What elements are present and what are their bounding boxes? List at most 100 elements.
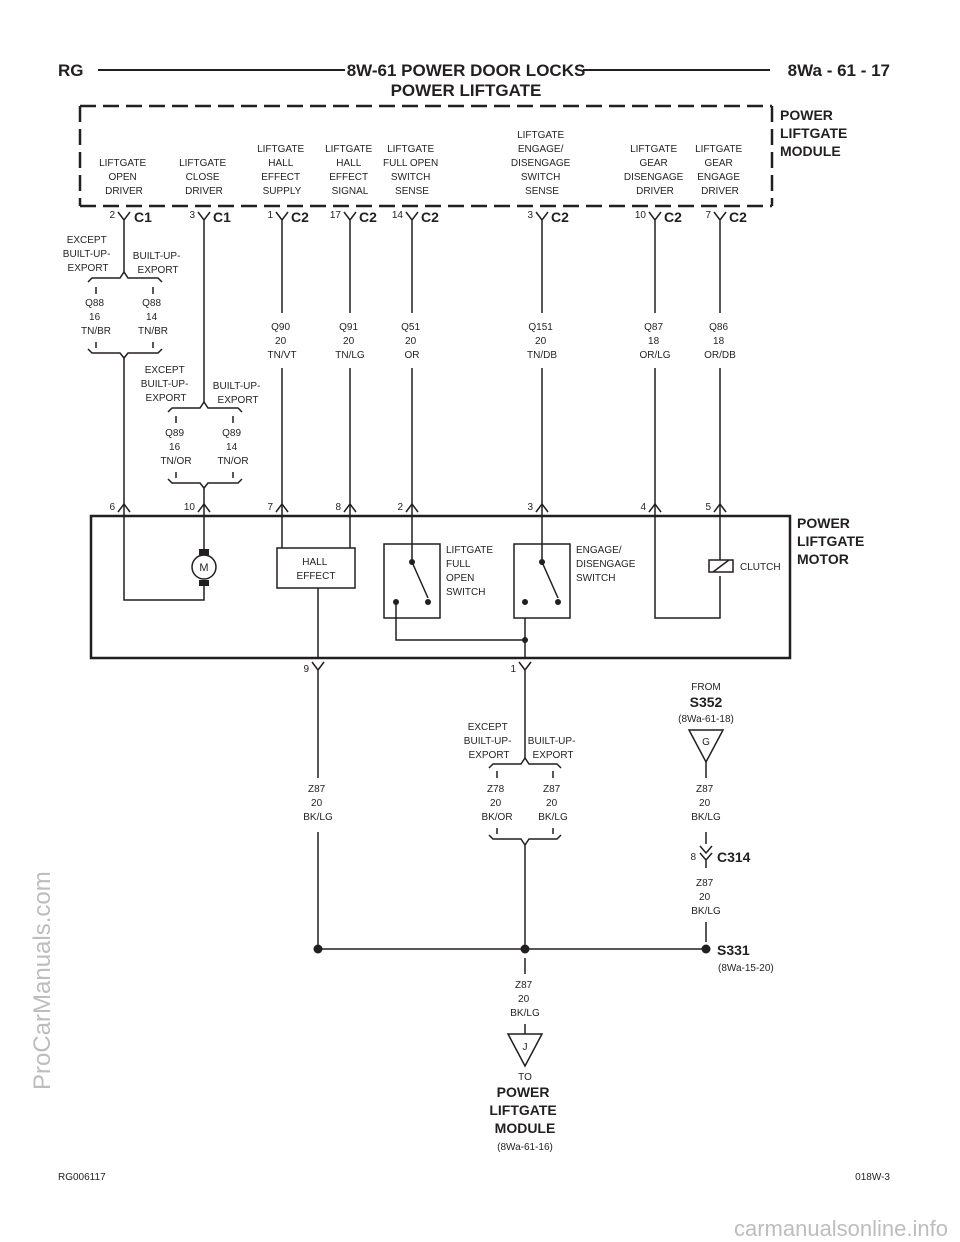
full-open-switch-pivot <box>409 559 415 565</box>
motor-loop <box>123 516 205 601</box>
ground-variant-brace-bottom <box>488 834 562 847</box>
pin-number: 1 <box>267 210 273 221</box>
q89-left-wire-label: Q89 16 TN/OR <box>160 428 191 467</box>
clutch-label: CLUTCH <box>740 562 781 573</box>
q88-variant-brace-bottom <box>87 348 163 360</box>
ground-wiring <box>317 676 713 1034</box>
full-open-switch <box>383 543 441 619</box>
switch-ground-junction <box>522 637 528 643</box>
splice-dot-center <box>520 944 530 954</box>
pin-number: 14 <box>392 210 404 221</box>
wire-label-q91: Q91 20 TN/LG <box>335 322 365 361</box>
c314-connector <box>699 845 713 868</box>
wire-runs <box>87 226 721 516</box>
connector-id: C1 <box>134 209 152 225</box>
to-module-ref: (8Wa-61-16) <box>497 1142 553 1153</box>
header-section-code: RG <box>58 61 84 80</box>
wire-label-q51: Q51 20 OR <box>401 322 423 361</box>
splice-s352-ref: (8Wa-61-18) <box>678 714 734 725</box>
from-label: FROM <box>691 682 720 693</box>
engage-switch-label: ENGAGE/ DISENGAGE SWITCH <box>576 545 638 584</box>
bottom-watermark: carmanualsonline.info <box>734 1216 948 1241</box>
pin-number: 3 <box>527 210 533 221</box>
q88-variant-brace-top <box>87 270 163 283</box>
splice-s331-ref: (8Wa-15-20) <box>718 963 774 974</box>
q89-except-label: EXCEPT BUILT-UP- EXPORT <box>141 365 191 404</box>
motor-brush-top <box>199 549 209 555</box>
wire-label-q90: Q90 20 TN/VT <box>268 322 297 361</box>
motor-terminal-8 <box>343 502 357 513</box>
terminal-c2-1 <box>275 211 289 226</box>
footer-figure-id: RG006117 <box>58 1172 106 1183</box>
connector-id: C2 <box>291 209 309 225</box>
q89-variant-brace-bottom <box>167 478 243 490</box>
q89-variant-brace-top <box>167 400 243 413</box>
connector-id: C2 <box>729 209 747 225</box>
clutch-coil-slash <box>712 559 730 573</box>
c314-connector-id: C314 <box>717 849 751 865</box>
j-connector-letter: J <box>523 1042 528 1053</box>
wire-label-q86: Q86 18 OR/DB <box>704 322 736 361</box>
g-connector-triangle <box>687 729 725 764</box>
hall-effect-label: HALL EFFECT <box>297 557 336 582</box>
module-name: POWER LIFTGATE MODULE <box>780 107 851 159</box>
wire-label-q87: Q87 18 OR/LG <box>639 322 670 361</box>
motor-terminal-1 <box>518 661 532 676</box>
module-pin-labels: 2 C1 3 C1 1 C2 17 C2 14 C2 3 C2 10 C2 7 … <box>109 209 747 225</box>
c314-pin-number: 8 <box>690 852 696 863</box>
motor-terminal-5 <box>713 502 727 513</box>
ground-right-wire-label: Z87 20 BK/LG <box>538 784 568 823</box>
pin-number: 17 <box>330 210 342 221</box>
motor-top-pin-labels: 6 10 7 8 2 3 4 5 <box>109 502 711 513</box>
side-watermark: ProCarManuals.com <box>29 871 56 1090</box>
pin-number: 4 <box>640 502 646 513</box>
pin-number: 2 <box>397 502 403 513</box>
module-function-open-driver: LIFTGATE OPEN DRIVER <box>99 158 149 197</box>
terminal-c1-3 <box>197 211 211 226</box>
ground-left-wire-label: Z78 20 BK/OR <box>481 784 512 823</box>
splice-dot-left <box>313 944 323 954</box>
z87-c314-label: Z87 20 BK/LG <box>691 878 721 917</box>
splice-s352: S352 <box>690 694 723 710</box>
motor-symbol: M <box>191 549 217 586</box>
to-label: TO <box>518 1072 532 1083</box>
engage-switch-pivot <box>539 559 545 565</box>
engage-switch-contact-b <box>555 599 561 605</box>
header-title-line2: POWER LIFTGATE <box>391 81 542 100</box>
motor-name: POWER LIFTGATE MOTOR <box>797 515 868 567</box>
engage-switch <box>513 543 571 619</box>
connector-id: C2 <box>359 209 377 225</box>
j-connector-triangle <box>506 1033 544 1068</box>
engage-switch-contact-a <box>522 599 528 605</box>
q88-except-label: EXCEPT BUILT-UP- EXPORT <box>63 235 113 274</box>
module-dashed-outline <box>78 104 774 208</box>
footer-code: 018W-3 <box>855 1172 890 1183</box>
pin-number: 8 <box>335 502 341 513</box>
motor-terminal-7 <box>275 502 289 513</box>
module-function-gear-engage: LIFTGATE GEAR ENGAGE DRIVER <box>695 144 745 197</box>
terminal-c2-7 <box>713 211 727 226</box>
motor-letter: M <box>199 562 208 574</box>
to-module-name: POWER LIFTGATE MODULE <box>489 1084 560 1136</box>
motor-brush-bottom <box>199 580 209 586</box>
pin-number: 2 <box>109 210 115 221</box>
motor-top-terminals <box>117 502 727 513</box>
connector-id: C2 <box>421 209 439 225</box>
z87-left-label: Z87 20 BK/LG <box>303 784 333 823</box>
hall-effect-box <box>276 547 356 589</box>
terminal-c2-10 <box>648 211 662 226</box>
motor-terminal-9 <box>311 661 325 676</box>
motor-terminal-3 <box>535 502 549 513</box>
g-connector-letter: G <box>702 737 710 748</box>
pin-number: 7 <box>705 210 711 221</box>
splice-dot-right <box>701 944 711 954</box>
ground-variant-brace-top <box>488 756 562 769</box>
z87-out-label: Z87 20 BK/LG <box>510 980 540 1019</box>
pin-number: 9 <box>303 664 309 675</box>
terminal-c2-14 <box>405 211 419 226</box>
motor-terminal-4 <box>648 502 662 513</box>
module-function-hall-signal: LIFTGATE HALL EFFECT SIGNAL <box>325 144 375 197</box>
pin-number: 7 <box>267 502 273 513</box>
pin-number: 6 <box>109 502 115 513</box>
